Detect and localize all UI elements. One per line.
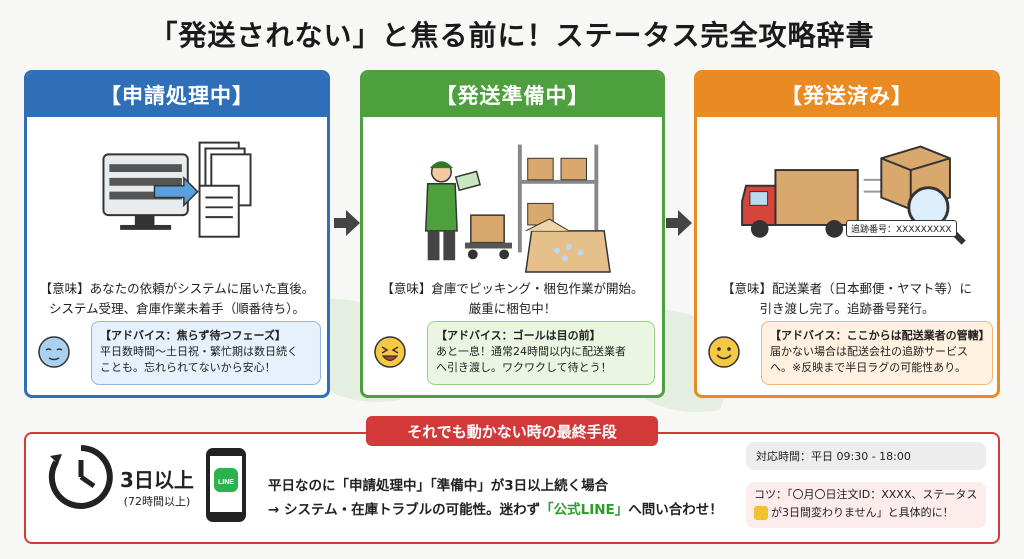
smile-face-icon [708, 336, 740, 368]
advice-box: 【アドバイス：焦らず待つフェーズ】 平日数時間〜土日祝・繁忙期は数日続く ことも… [91, 321, 321, 385]
clock-icon [48, 445, 113, 509]
advice-box: 【アドバイス：ここからは配送業者の管轄】 届かない場合は配送会社の追跡サービス … [761, 321, 993, 385]
lightbulb-icon [754, 506, 768, 520]
excited-face-icon [374, 336, 406, 368]
calm-face-icon [38, 336, 70, 368]
card-header: 【申請処理中】 [27, 73, 327, 117]
tracking-number-label: 追跡番号：XXXXXXXXX [846, 220, 957, 237]
status-card-processing: 【申請処理中】 【意味】あなたの依頼がシステムに届いた直後。 システム受理、倉庫… [24, 70, 330, 398]
smartphone-line-icon: LINE [206, 448, 246, 522]
meaning-text: 【意味】配送業者（日本郵便・ヤマト等）に 引き渡し完了。追跡番号発行。 [721, 281, 972, 316]
arrow-right-icon [334, 210, 360, 236]
arrow-right-icon [666, 210, 692, 236]
card-header: 【発送準備中】 [363, 73, 662, 117]
meaning-text: 【意味】倉庫でピッキング・梱包作業が開始。 厳重に梱包中！ [381, 281, 644, 316]
server-documents-icon [102, 141, 252, 238]
page-title: 「発送されない」と焦る前に！ステータス完全攻略辞書 [149, 19, 875, 52]
duration-label: 3日以上 (72時間以上) [120, 468, 194, 508]
card-header: 【発送済み】 [697, 73, 997, 117]
advice-box: 【アドバイス：ゴールは目の前】 あと一息！通常24時間以内に配送業者 へ引き渡し… [427, 321, 655, 385]
contact-tip: コツ：「〇月〇日注文ID：XXXX、ステータス が3日間変わりません」と具体的に… [746, 482, 986, 528]
last-resort-title: それでも動かない時の最終手段 [366, 416, 658, 446]
svg-text:LINE: LINE [218, 479, 234, 486]
support-hours: 対応時間：平日 09:30 - 18:00 [746, 442, 986, 470]
last-resort-message: 平日なのに「申請処理中」「準備中」が3日以上続く場合 → システム・在庫トラブル… [268, 478, 723, 518]
meaning-text: 【意味】あなたの依頼がシステムに届いた直後。 システム受理、倉庫作業未着手（順番… [39, 281, 315, 316]
status-card-preparing: 【発送準備中】 【意味】倉庫でピッキング・梱包作業が開始。 厳重に梱包中！ 【ア… [360, 70, 665, 398]
warehouse-worker-icon [424, 144, 611, 273]
